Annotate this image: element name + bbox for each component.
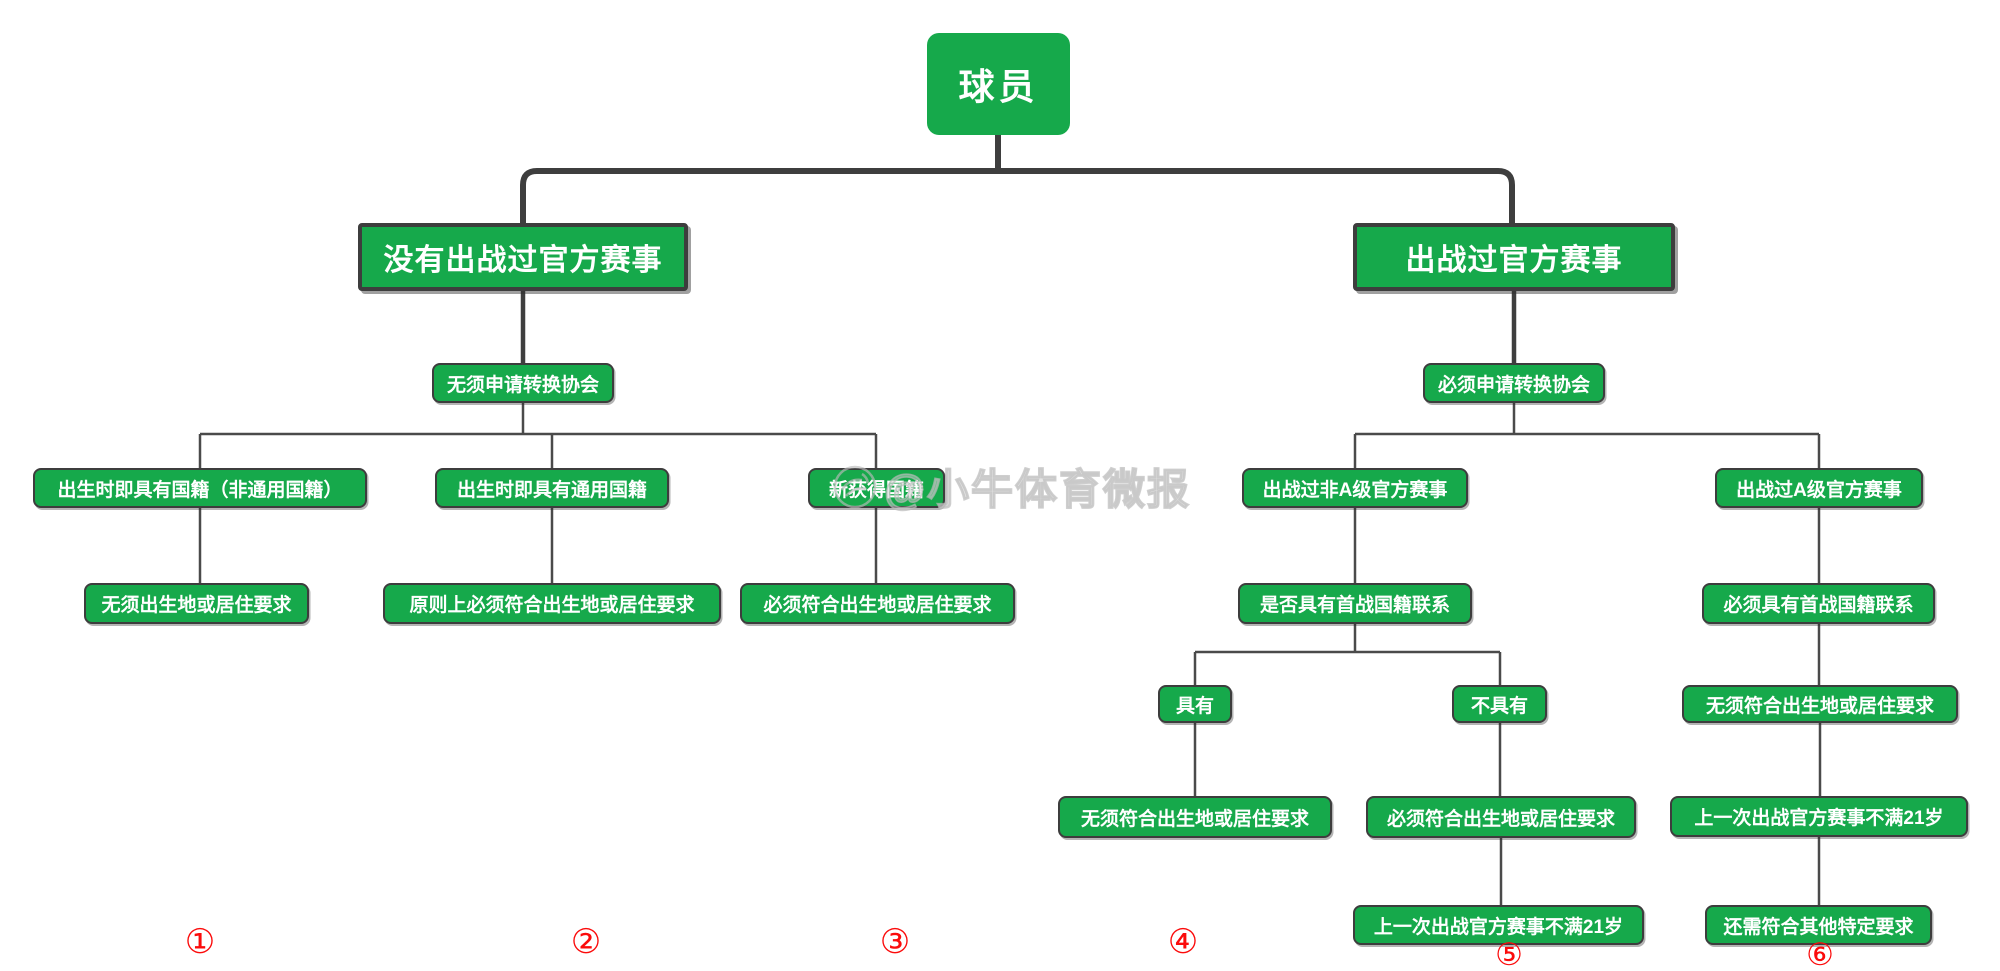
footnote-marker-4: ④ [1167,922,1199,962]
footnote-marker-1: ① [184,922,216,962]
node-principle-birthplace-residence-requirement: 原则上必须符合出生地或居住要求 [383,583,721,624]
node-no-association-change-needed: 无须申请转换协会 [432,363,614,403]
footnote-marker-3: ③ [879,922,911,962]
node-must-have-first-match-link: 必须具有首战国籍联系 [1702,583,1935,624]
node-nolink-must-meet-birthplace: 必须符合出生地或居住要求 [1366,796,1636,838]
node-under-21-last-match-mid: 上一次出战官方赛事不满21岁 [1353,905,1644,945]
node-player: 球员 [927,33,1070,135]
node-played-official-match: 出战过官方赛事 [1353,223,1675,291]
node-under-21-last-match-right: 上一次出战官方赛事不满21岁 [1670,796,1968,837]
footnote-marker-5: ⑤ [1495,937,1523,971]
node-a-level-no-birthplace-requirement: 无须符合出生地或居住要求 [1682,685,1958,723]
node-other-specific-requirements: 还需符合其他特定要求 [1705,905,1932,945]
footnote-marker-2: ② [570,922,602,962]
node-newly-acquired-nationality: 新获得国籍 [808,468,945,508]
node-no-official-match: 没有出战过官方赛事 [358,223,688,291]
footnote-marker-6: ⑥ [1806,937,1834,971]
node-played-non-a-level-match: 出战过非A级官方赛事 [1242,468,1468,508]
node-universal-nationality-at-birth: 出生时即具有通用国籍 [435,468,669,508]
node-first-match-nationality-link-question: 是否具有首战国籍联系 [1238,583,1472,624]
node-has-link: 具有 [1158,685,1232,723]
node-must-apply-association-change: 必须申请转换协会 [1423,363,1605,403]
node-must-meet-birthplace-residence: 必须符合出生地或居住要求 [740,583,1015,624]
node-nationality-at-birth-non-universal: 出生时即具有国籍（非通用国籍） [33,468,367,508]
node-no-birthplace-residence-requirement: 无须出生地或居住要求 [84,583,309,624]
node-played-a-level-match: 出战过A级官方赛事 [1715,468,1923,508]
node-haslink-no-birthplace-requirement: 无须符合出生地或居住要求 [1058,796,1332,838]
node-no-link: 不具有 [1452,685,1547,723]
